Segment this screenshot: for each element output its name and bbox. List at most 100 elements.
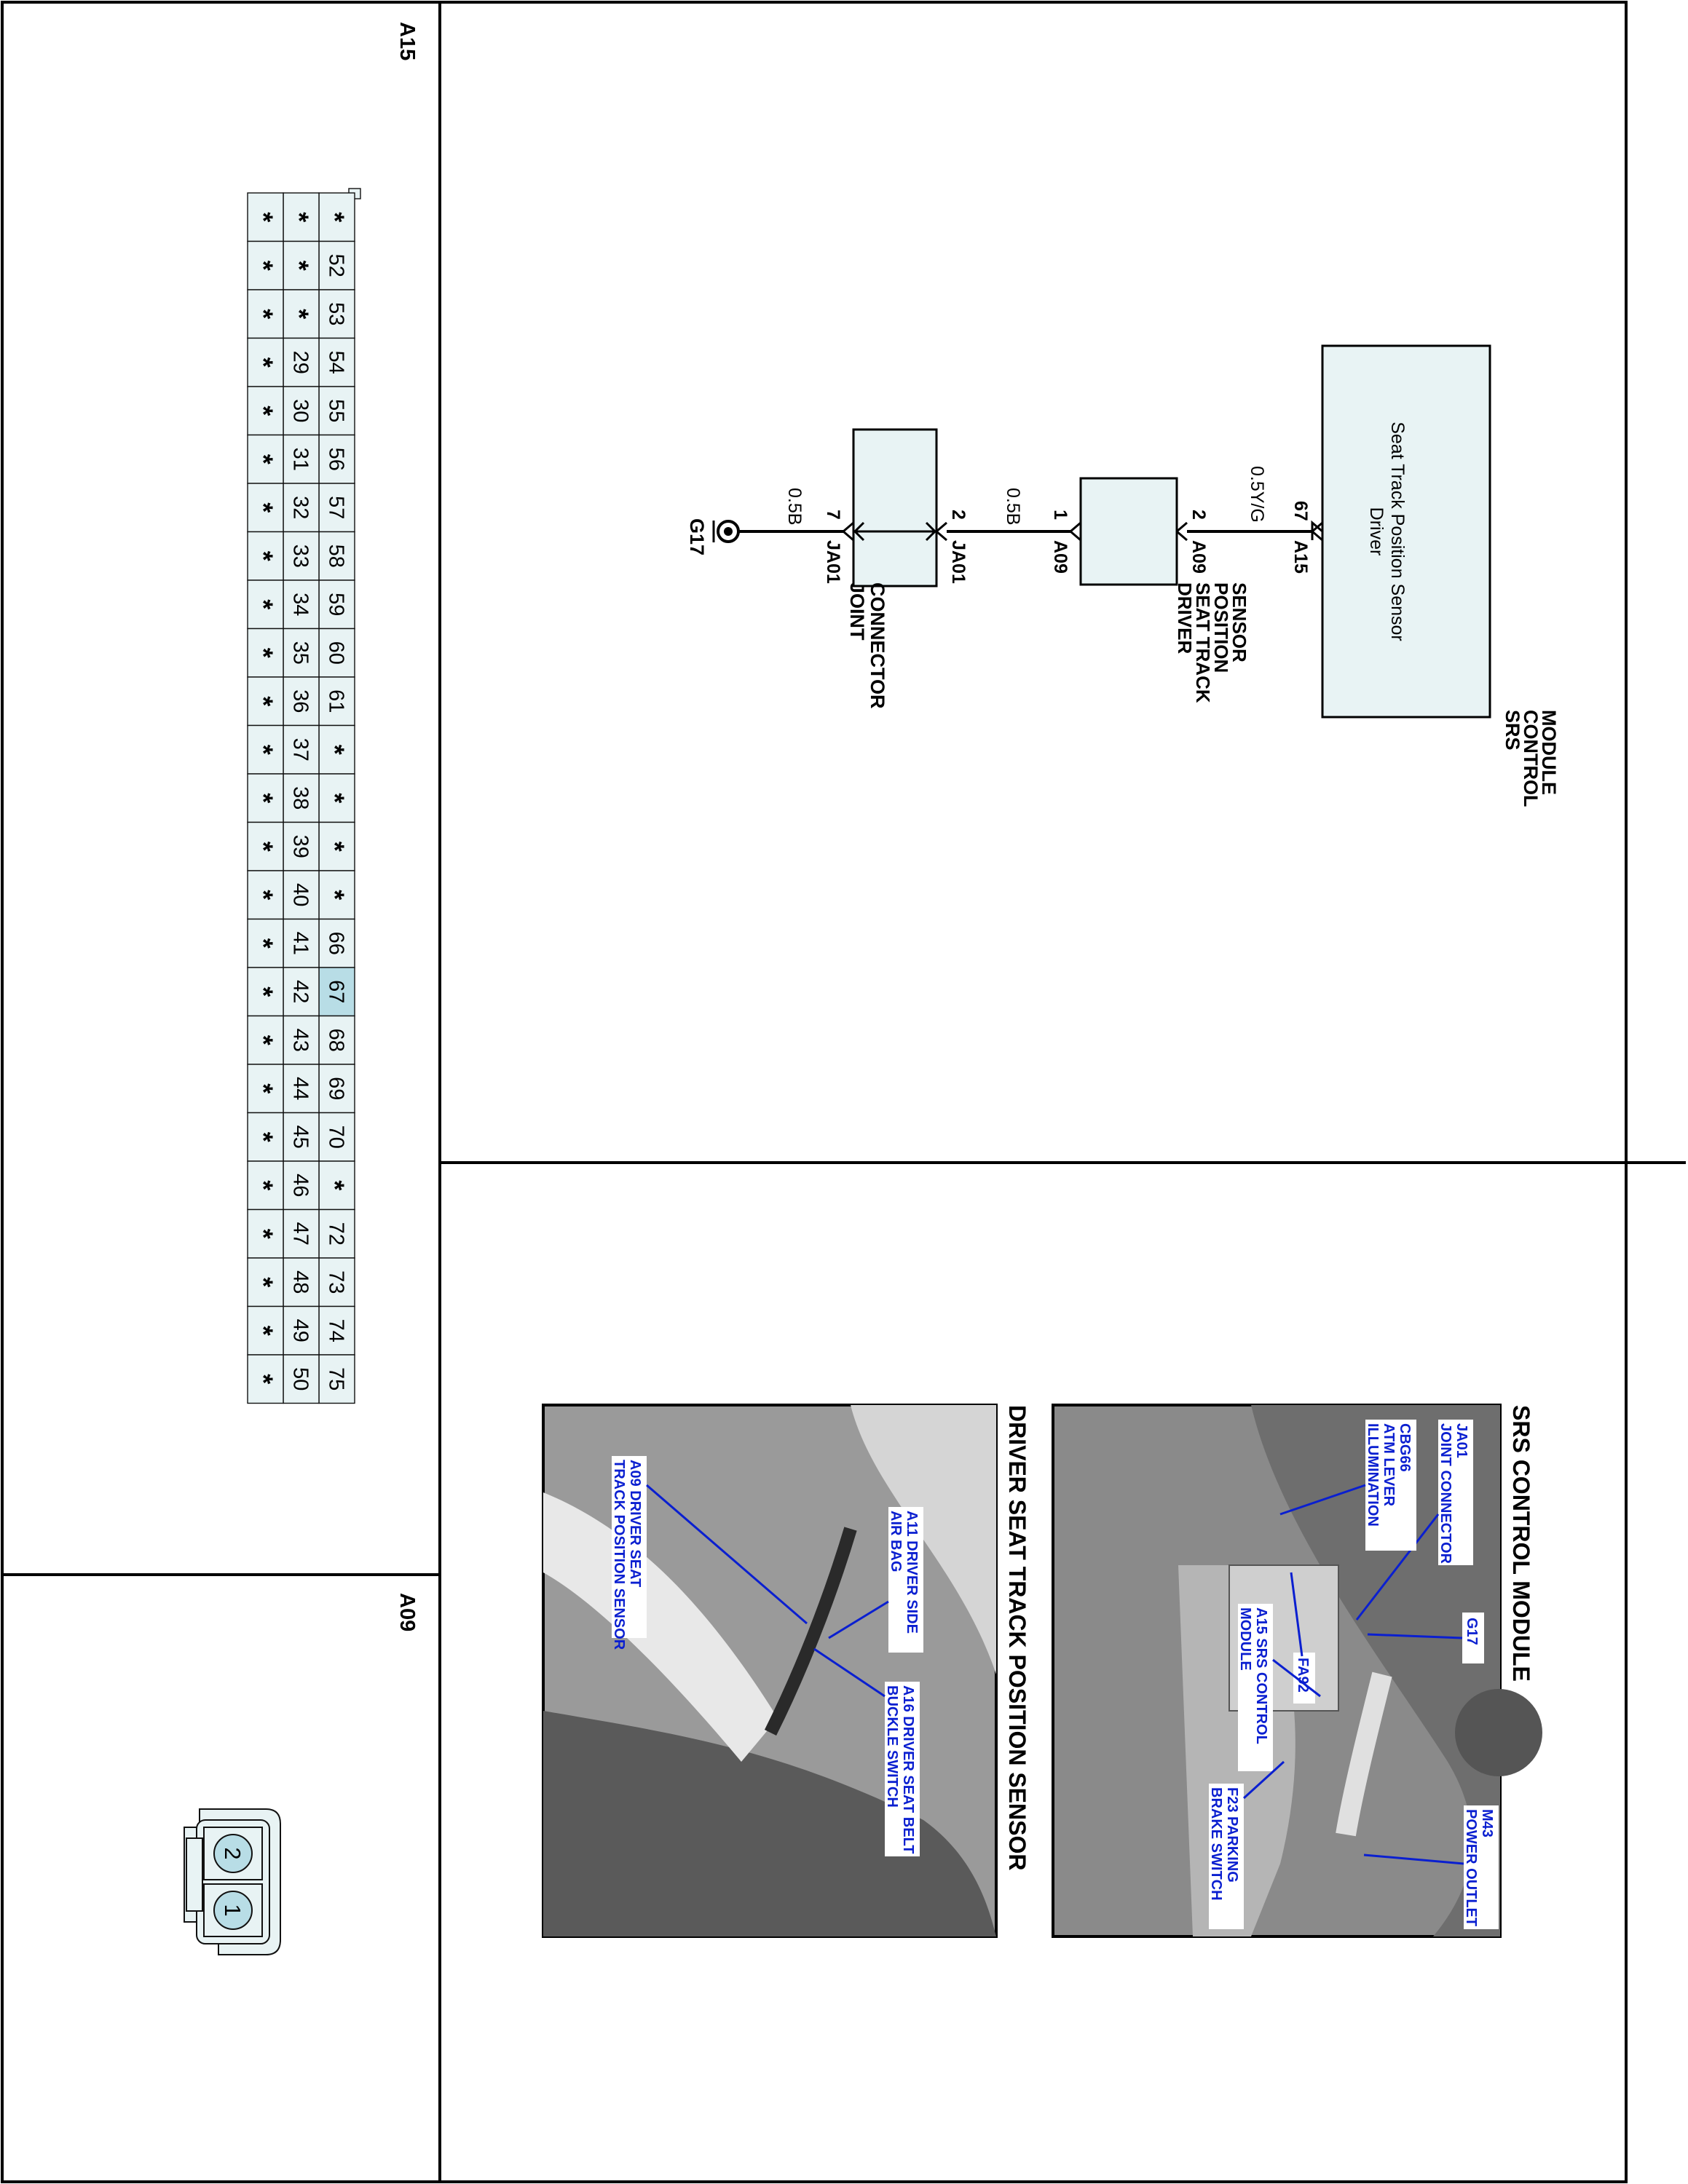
a15-pin-number: 42: [289, 980, 312, 1003]
callout-a15-line1: A15 SRS CONTROL: [1253, 1607, 1269, 1744]
a15-pin-number: 74: [325, 1319, 348, 1342]
joint-connector-box: [852, 428, 938, 587]
a15-unused-pin: *: [249, 1035, 279, 1045]
a15-pin-number: 60: [325, 641, 348, 665]
a09-pin-1: [213, 1891, 253, 1930]
a15-pin-number: 68: [325, 1029, 348, 1052]
a15-unused-pin: *: [285, 309, 315, 319]
connector-a09-panel: A09 2 1: [184, 1593, 419, 1955]
a15-pin-number: 54: [325, 351, 348, 374]
callout-bg-a16: [885, 1682, 920, 1856]
joint-connector-top: JA01: [948, 540, 969, 584]
a15-pin-number: 44: [289, 1077, 312, 1100]
a15-unused-pin: *: [249, 1326, 279, 1336]
callout-cbg66-line3: ILLUMINATION: [1365, 1423, 1381, 1527]
callout-m43-line1: M43: [1479, 1809, 1495, 1837]
callout-bg-a11: [888, 1507, 923, 1653]
callout-m43-line2: POWER OUTLET: [1463, 1809, 1479, 1926]
a15-unused-pin: *: [249, 648, 279, 658]
a15-pin-number: 70: [325, 1125, 348, 1149]
a15-pin-number: 46: [289, 1174, 312, 1197]
a15-pin-number: 40: [289, 883, 312, 906]
srs-photo-title: SRS CONTROL MODULE: [1508, 1405, 1534, 1682]
a15-unused-pin: *: [249, 454, 279, 464]
a09-pin-1-label: 1: [220, 1904, 245, 1916]
sensor-connector-bottom: A09: [1050, 540, 1070, 574]
sensor-name-3: POSITION: [1210, 582, 1232, 673]
sensor-name-2: SEAT TRACK: [1192, 582, 1214, 703]
callout-a11-arrow: [828, 1600, 889, 1639]
srs-module-name-3: MODULE: [1538, 710, 1560, 795]
a15-unused-pin: *: [249, 502, 279, 513]
callout-ja01-arrow: [1355, 1514, 1440, 1621]
a15-pin-number: 53: [325, 302, 348, 325]
srs-pin-terminal: [1311, 520, 1323, 540]
a15-pin-number: 29: [289, 351, 312, 374]
a15-unused-pin: *: [249, 1374, 279, 1384]
a15-pin-number: 59: [325, 593, 348, 616]
photo-harness: [543, 1492, 778, 1762]
sensor-callout-a09: A09 DRIVER SEAT TRACK POSITION SENSOR: [611, 1456, 808, 1650]
callout-a16-line2: BUCKLE SWITCH: [884, 1685, 900, 1808]
photo-knob: [1455, 1689, 1542, 1776]
a15-pin-number: 55: [325, 399, 348, 422]
a15-unused-pin: *: [249, 696, 279, 706]
a15-unused-pin: *: [249, 890, 279, 900]
callout-f23-line1: F23 PARKING: [1224, 1787, 1240, 1883]
srs-callout-ja01: JA01 JOINT CONNECTOR: [1355, 1420, 1473, 1621]
a15-unused-pin: *: [320, 793, 350, 803]
joint-pin-in: 2: [948, 510, 969, 520]
a15-pin-number: 36: [289, 689, 312, 713]
a15-pin-number: 66: [325, 932, 348, 955]
callout-bg-fa92: [1293, 1653, 1315, 1704]
photo-cable: [1336, 1671, 1392, 1837]
a15-unused-pin: *: [320, 842, 350, 852]
sensor-pin-in-chevron: [1175, 521, 1188, 542]
callout-ja01-line2: JOINT CONNECTOR: [1437, 1423, 1454, 1564]
photo-seat-light: [851, 1405, 996, 1674]
wire-1-spec: 0.5Y/G: [1247, 466, 1267, 523]
a15-pin-number: 49: [289, 1319, 312, 1342]
a15-unused-pin: *: [249, 212, 279, 222]
sensor-photo-title: DRIVER SEAT TRACK POSITION SENSOR: [1004, 1405, 1030, 1870]
a15-connector-face: *52535455565758596061****6667686970*7273…: [247, 192, 355, 1404]
a15-unused-pin: *: [249, 938, 279, 949]
a15-pin-number: 73: [325, 1270, 348, 1294]
a15-pin-number: 34: [289, 593, 312, 616]
wire-2-spec: 0.5B: [1003, 488, 1023, 525]
srs-callout-g17: G17: [1367, 1613, 1484, 1663]
sensor-pin-in: 2: [1188, 510, 1209, 520]
srs-inner-label-2: Driver: [1366, 507, 1387, 556]
callout-bg-f23: [1209, 1784, 1244, 1929]
callout-g17-arrow: [1367, 1633, 1463, 1639]
joint-name-2: CONNECTOR: [867, 582, 888, 709]
a09-pin-2: [213, 1834, 253, 1873]
a15-pin-number: 56: [325, 448, 348, 471]
a15-unused-pin: *: [249, 745, 279, 755]
joint-connector-bottom: JA01: [823, 540, 843, 584]
a15-unused-pin: *: [249, 1277, 279, 1287]
joint-pin-in-chevron: [934, 521, 947, 542]
ground-label: G17: [686, 518, 708, 555]
ground-dot-icon: [724, 527, 733, 536]
srs-connector-id: A15: [1290, 540, 1311, 574]
photo-seat-dark: [543, 1711, 996, 1936]
callout-bg-a09: [612, 1456, 647, 1638]
a15-unused-pin: *: [249, 1132, 279, 1142]
wire-3-spec: 0.5B: [784, 488, 805, 525]
a15-unused-pin: *: [320, 890, 350, 900]
a15-pin-number: 37: [289, 738, 312, 761]
a09-latch: [186, 1837, 203, 1912]
a15-unused-pin: *: [320, 1180, 350, 1190]
a15-pin-number: 75: [325, 1367, 348, 1390]
joint-arrow-down: [853, 521, 865, 542]
callout-f23-arrow: [1242, 1760, 1285, 1800]
a15-unused-pin: *: [249, 551, 279, 561]
a15-pin-number: 32: [289, 496, 312, 519]
a15-unused-pin: *: [320, 212, 350, 222]
a15-pin-number: 61: [325, 689, 348, 713]
sensor-name-1: DRIVER: [1174, 582, 1196, 654]
callout-bg-ja01: [1438, 1420, 1473, 1565]
photo-shade-1: [1251, 1405, 1500, 1936]
a15-pin-number: 41: [289, 932, 312, 955]
